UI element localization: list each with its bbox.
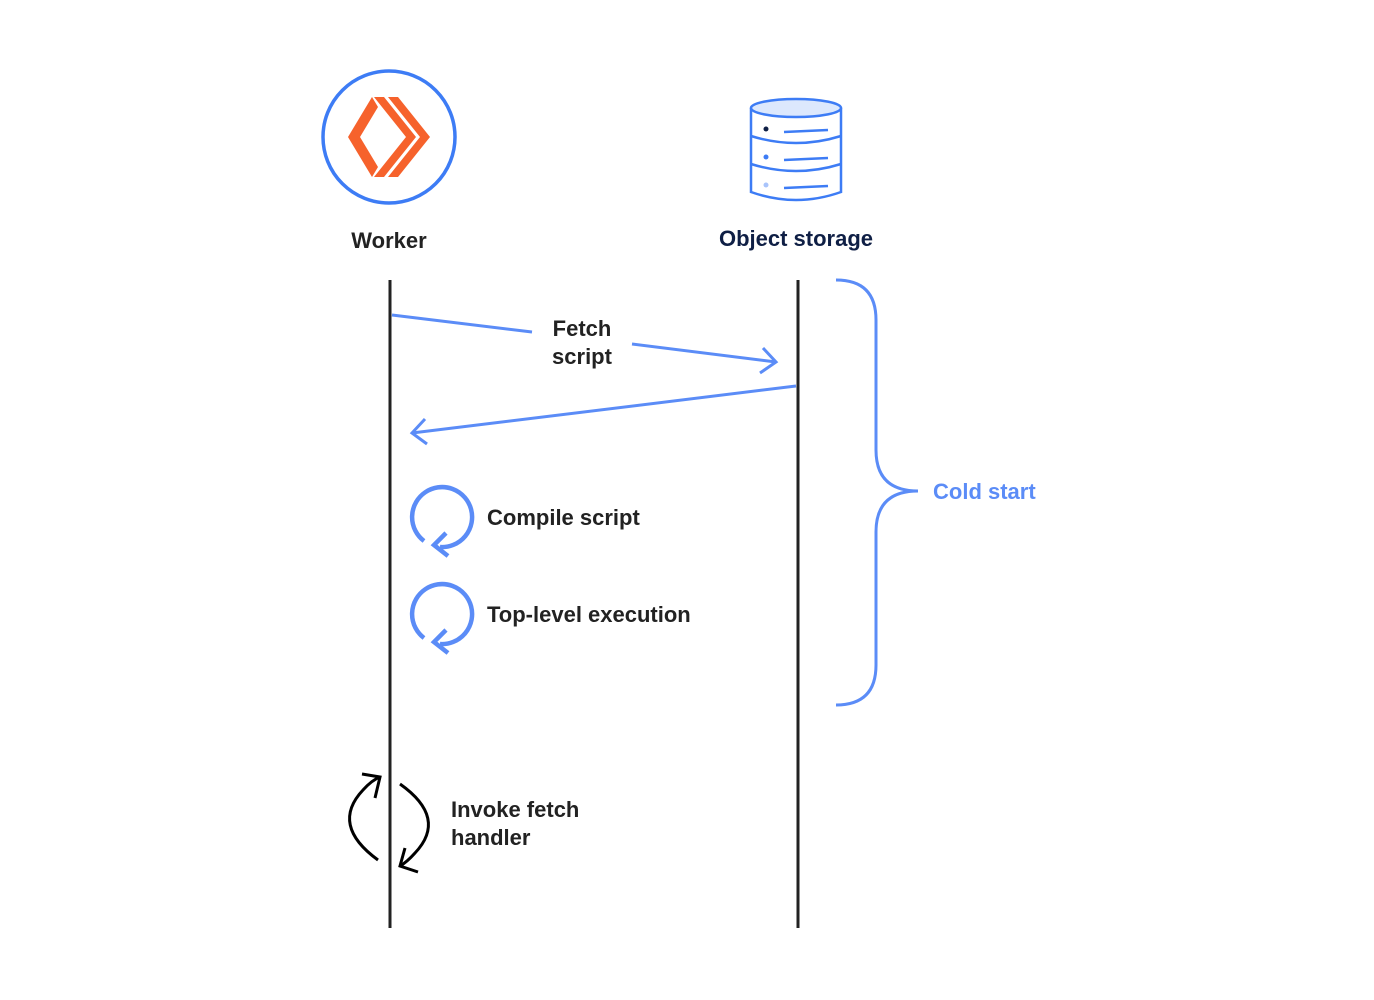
worker-label: Worker bbox=[351, 228, 427, 253]
database-icon bbox=[749, 97, 843, 202]
cold-start-brace bbox=[835, 278, 919, 707]
invoke-cycle-icon bbox=[348, 772, 430, 874]
top-level-loop-icon bbox=[409, 581, 475, 655]
fetch-label-2: script bbox=[552, 344, 613, 369]
fetch-script-arrow bbox=[391, 313, 779, 375]
cold-start-label: Cold start bbox=[933, 479, 1036, 504]
invoke-label-2: handler bbox=[451, 825, 531, 850]
fetch-label-1: Fetch bbox=[553, 316, 612, 341]
compile-loop-icon bbox=[409, 484, 475, 558]
storage-label: Object storage bbox=[719, 226, 873, 251]
compile-label: Compile script bbox=[487, 505, 640, 530]
return-arrow bbox=[409, 384, 797, 446]
top-level-label: Top-level execution bbox=[487, 602, 691, 627]
invoke-label-1: Invoke fetch bbox=[451, 797, 579, 822]
worker-icon bbox=[321, 69, 457, 205]
